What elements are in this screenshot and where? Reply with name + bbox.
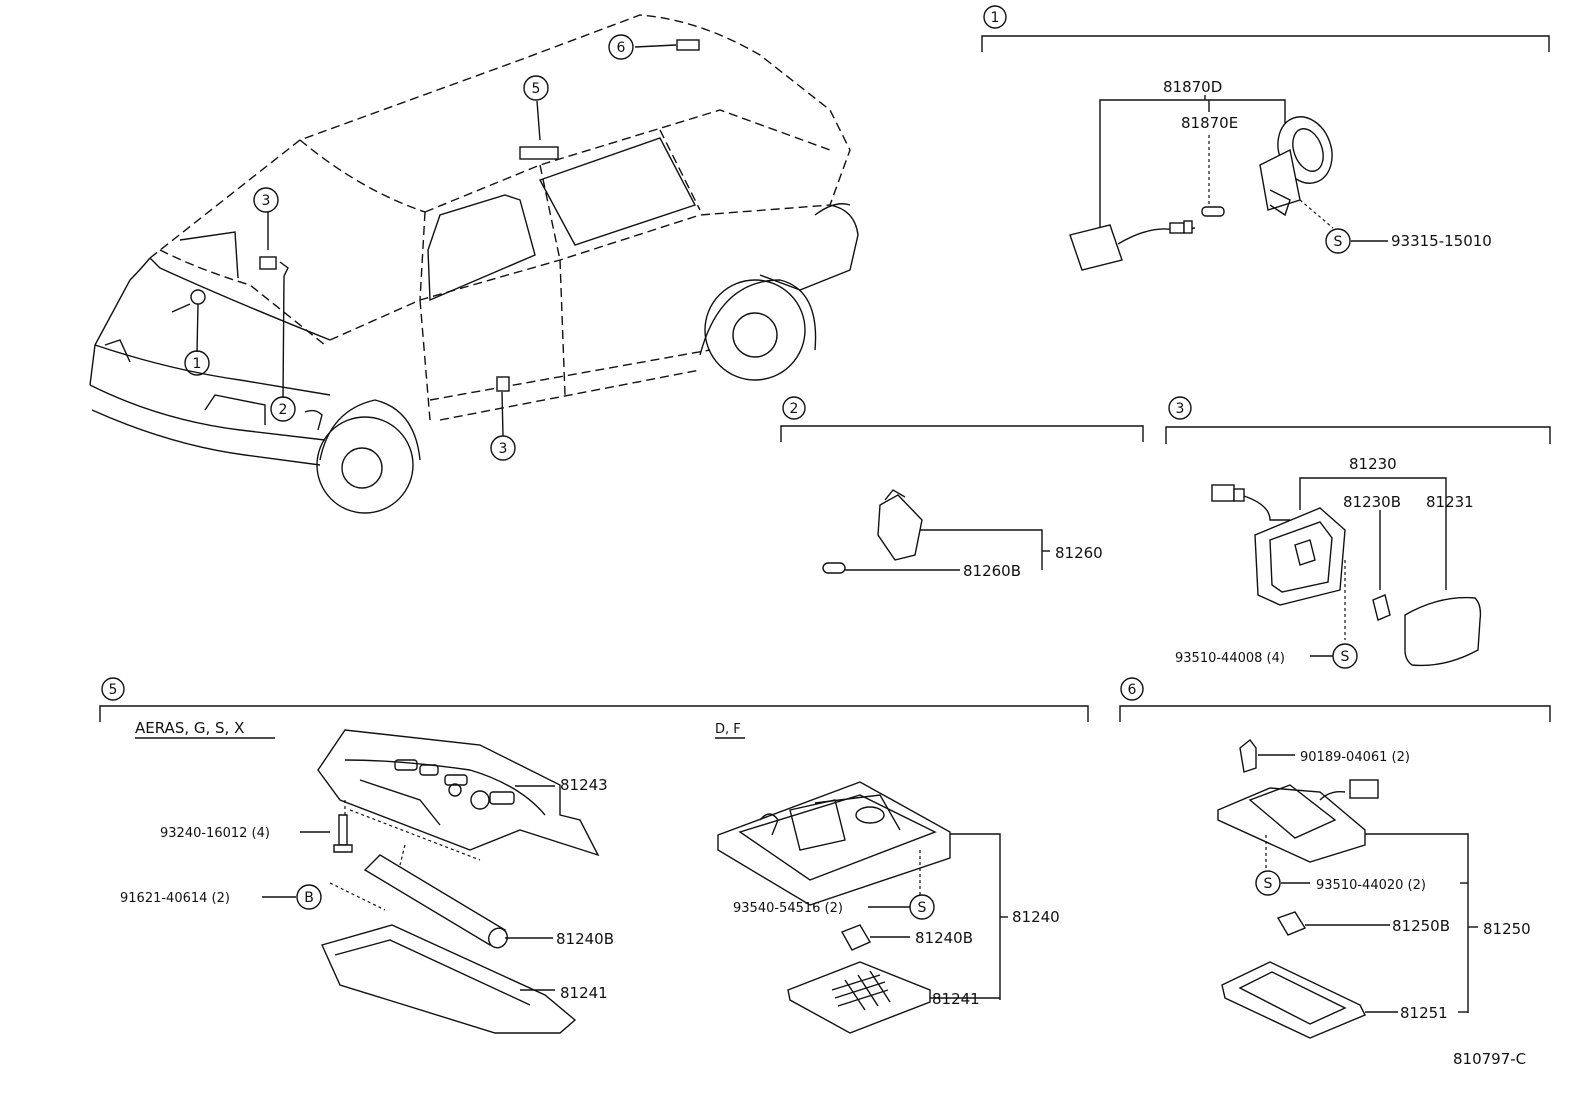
part-81260: 81260 xyxy=(1055,544,1103,562)
screw-s-3-label: S xyxy=(1341,649,1350,665)
part-93540-54516: 93540-54516 (2) xyxy=(733,901,843,916)
screw-s-6-label: S xyxy=(1264,876,1273,892)
lamp-base-81250 xyxy=(1217,787,1366,863)
part-91621-40614: 91621-40614 (2) xyxy=(120,891,230,906)
group-5: 5 AERAS, G, S, X D, F 81243 93240-16012 … xyxy=(99,677,1089,1034)
variant-label-aeras: AERAS, G, S, X xyxy=(135,719,244,737)
callout-1-van xyxy=(184,350,210,376)
callout-6-van xyxy=(608,34,634,60)
van-lamp-3-roof xyxy=(259,256,277,270)
bulb-81250B xyxy=(1276,911,1307,936)
clip-90189 xyxy=(1239,739,1257,773)
lens-81241-a xyxy=(321,924,577,1034)
part-81231: 81231 xyxy=(1426,493,1474,511)
lens-81241-b xyxy=(787,961,931,1034)
callout-3-van-roof xyxy=(253,187,279,213)
wire-plug xyxy=(1169,222,1185,234)
screw-s-1-label: S xyxy=(1334,234,1343,250)
screw-93240 xyxy=(338,814,348,846)
callout-3-van-door-label: 3 xyxy=(499,441,508,457)
lamp-base-81240 xyxy=(717,781,951,906)
callout-3-van-door xyxy=(490,435,516,461)
van-illustration: 1 2 3 3 5 6 xyxy=(89,14,859,514)
group-1: 1 81870D 81870E S 93315-15010 xyxy=(981,5,1550,271)
part-81241-b: 81241 xyxy=(932,990,980,1008)
part-81870E: 81870E xyxy=(1181,114,1238,132)
group-5-marker xyxy=(101,677,125,701)
part-81241-a: 81241 xyxy=(560,984,608,1002)
callout-b xyxy=(296,884,322,910)
group-1-marker-label: 1 xyxy=(991,10,1000,26)
part-93510-44020: 93510-44020 (2) xyxy=(1316,878,1426,893)
figure-code: 810797-C xyxy=(1453,1050,1526,1068)
group-6-marker-label: 6 xyxy=(1128,682,1137,698)
screw-callout-s-6 xyxy=(1255,870,1281,896)
part-81240B-a: 81240B xyxy=(556,930,614,948)
housing-81230 xyxy=(1254,507,1346,606)
part-93315-15010: 93315-15010 xyxy=(1391,232,1492,250)
group-2-marker xyxy=(782,396,806,420)
part-81240: 81240 xyxy=(1012,908,1060,926)
van-lamp-5 xyxy=(519,146,559,160)
callout-3-van-roof-label: 3 xyxy=(262,193,271,209)
part-81870D: 81870D xyxy=(1163,78,1222,96)
bulb-81230B xyxy=(1372,594,1391,621)
part-81240B-b: 81240B xyxy=(915,929,973,947)
lens-81231 xyxy=(1404,596,1482,667)
group-5-marker-label: 5 xyxy=(109,682,118,698)
bulb-81870E xyxy=(1201,206,1225,217)
group-2-marker-label: 2 xyxy=(790,401,799,417)
callout-b-label: B xyxy=(304,890,314,906)
part-90189-04061: 90189-04061 (2) xyxy=(1300,750,1410,765)
screw-s-5-label: S xyxy=(918,900,927,916)
group-3-marker-label: 3 xyxy=(1176,401,1185,417)
part-81250: 81250 xyxy=(1483,920,1531,938)
socket-81260 xyxy=(877,494,923,561)
part-93240-16012: 93240-16012 (4) xyxy=(160,826,270,841)
part-93510-44008: 93510-44008 (4) xyxy=(1175,651,1285,666)
screw-callout-s-1 xyxy=(1325,228,1351,254)
callout-1-van-label: 1 xyxy=(193,356,202,372)
group-2: 2 81260 81260B xyxy=(780,396,1144,580)
callout-5-van xyxy=(523,75,549,101)
callout-6-van-label: 6 xyxy=(617,40,626,56)
group-3-marker xyxy=(1168,396,1192,420)
part-81230B: 81230B xyxy=(1343,493,1401,511)
bulb-81240B-b xyxy=(840,924,872,951)
part-81251: 81251 xyxy=(1400,1004,1448,1022)
bulb-81260B xyxy=(822,562,846,574)
lens-81251 xyxy=(1221,961,1366,1039)
part-81260B: 81260B xyxy=(963,562,1021,580)
part-81243: 81243 xyxy=(560,776,608,794)
group-1-marker xyxy=(983,5,1007,29)
callout-2-van-label: 2 xyxy=(279,402,288,418)
group-6-marker xyxy=(1120,677,1144,701)
variant-label-df: D, F xyxy=(715,722,741,737)
van-lamp-1 xyxy=(190,289,206,305)
connector-81250 xyxy=(1349,779,1379,799)
group-3: 3 81230 81230B 81231 S 93510-44008 (4) xyxy=(1165,396,1551,669)
van-lamp-3-door xyxy=(496,376,510,392)
lamp-base-81243 xyxy=(317,729,600,857)
connector-81230 xyxy=(1211,484,1235,502)
part-81230: 81230 xyxy=(1349,455,1397,473)
callout-5-van-label: 5 xyxy=(532,81,541,97)
connector-81870D xyxy=(1069,224,1123,271)
part-81250B: 81250B xyxy=(1392,917,1450,935)
group-6: 6 90189-04061 (2) S 93510-44020 (2) 8125… xyxy=(1119,677,1551,1039)
van-lamp-6 xyxy=(676,39,700,51)
callout-2-van xyxy=(270,396,296,422)
